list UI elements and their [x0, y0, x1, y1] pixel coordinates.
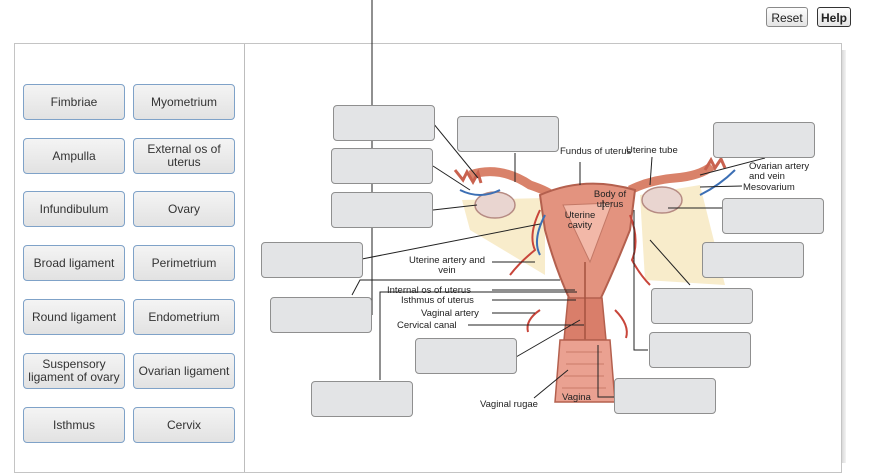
label-body: Body of uterus: [593, 189, 627, 210]
drop-target-1[interactable]: [333, 105, 435, 141]
reset-button[interactable]: Reset: [766, 7, 808, 27]
drop-target-10[interactable]: [270, 297, 372, 333]
ovary-right: [641, 186, 683, 214]
uterine-cavity: [562, 202, 613, 264]
label-mesovarium: Mesovarium: [743, 182, 795, 193]
uterine-tube-left: [468, 167, 555, 199]
ovarian-vein-left: [459, 189, 501, 196]
term-isthmus[interactable]: Isthmus: [23, 407, 125, 443]
drop-target-7[interactable]: [261, 242, 363, 278]
vaginal-rugae: [562, 351, 606, 389]
label-vaginal-rugae: Vaginal rugae: [480, 399, 538, 410]
drop-target-4[interactable]: [331, 148, 433, 184]
drop-target-3[interactable]: [713, 122, 815, 158]
term-myometrium[interactable]: Myometrium: [133, 84, 235, 120]
term-fimbriae[interactable]: Fimbriae: [23, 84, 125, 120]
drop-target-11[interactable]: [649, 332, 751, 368]
label-ovarian-artery: Ovarian artery and vein: [749, 161, 810, 182]
label-fundus: Fundus of uterus: [560, 146, 632, 157]
label-vagina: Vagina: [562, 392, 591, 403]
drop-target-8[interactable]: [702, 242, 804, 278]
drop-target-9[interactable]: [651, 288, 753, 324]
drop-target-5[interactable]: [331, 192, 433, 228]
panel-shadow: [842, 50, 846, 463]
label-internal-os: Internal os of uterus: [387, 285, 471, 296]
term-cervix[interactable]: Cervix: [133, 407, 235, 443]
label-isthmus-uterus: Isthmus of uterus: [401, 295, 474, 306]
label-cavity: Uterine cavity: [564, 210, 596, 231]
fimbriae-left: [453, 168, 483, 185]
label-uterine-tube: Uterine tube: [626, 145, 678, 156]
drop-target-2[interactable]: [457, 116, 559, 152]
leader-lines: [351, 0, 766, 399]
vaginal-artery: [526, 309, 541, 333]
term-ovarian-ligament[interactable]: Ovarian ligament: [133, 353, 235, 389]
drop-target-13[interactable]: [614, 378, 716, 414]
drop-target-12[interactable]: [415, 338, 517, 374]
label-vaginal-artery: Vaginal artery: [421, 308, 479, 319]
term-infundibulum[interactable]: Infundibulum: [23, 191, 125, 227]
uterine-vein-left: [535, 214, 546, 256]
drop-target-6[interactable]: [722, 198, 824, 234]
term-external-os[interactable]: External os of uterus: [133, 138, 235, 174]
uterine-artery-left: [509, 209, 541, 276]
term-broad-ligament[interactable]: Broad ligament: [23, 245, 125, 281]
fimbriae-right: [703, 155, 727, 171]
term-bank: Fimbriae Myometrium Ampulla External os …: [15, 44, 245, 472]
uterine-tube-right: [627, 162, 715, 195]
label-cervical-canal: Cervical canal: [397, 320, 457, 331]
drop-target-14[interactable]: [311, 381, 413, 417]
term-round-ligament[interactable]: Round ligament: [23, 299, 125, 335]
term-perimetrium[interactable]: Perimetrium: [133, 245, 235, 281]
term-endometrium[interactable]: Endometrium: [133, 299, 235, 335]
term-suspensory-ligament[interactable]: Suspensory ligament of ovary: [23, 353, 125, 389]
term-ovary[interactable]: Ovary: [133, 191, 235, 227]
term-ampulla[interactable]: Ampulla: [23, 138, 125, 174]
label-uterine-artery: Uterine artery and vein: [408, 255, 486, 276]
vaginal-artery-right: [614, 309, 628, 339]
ovarian-vein-right: [699, 169, 736, 196]
broad-ligament-left: [462, 198, 545, 275]
help-button[interactable]: Help: [817, 7, 851, 27]
uterus-diagram: [351, 0, 766, 403]
